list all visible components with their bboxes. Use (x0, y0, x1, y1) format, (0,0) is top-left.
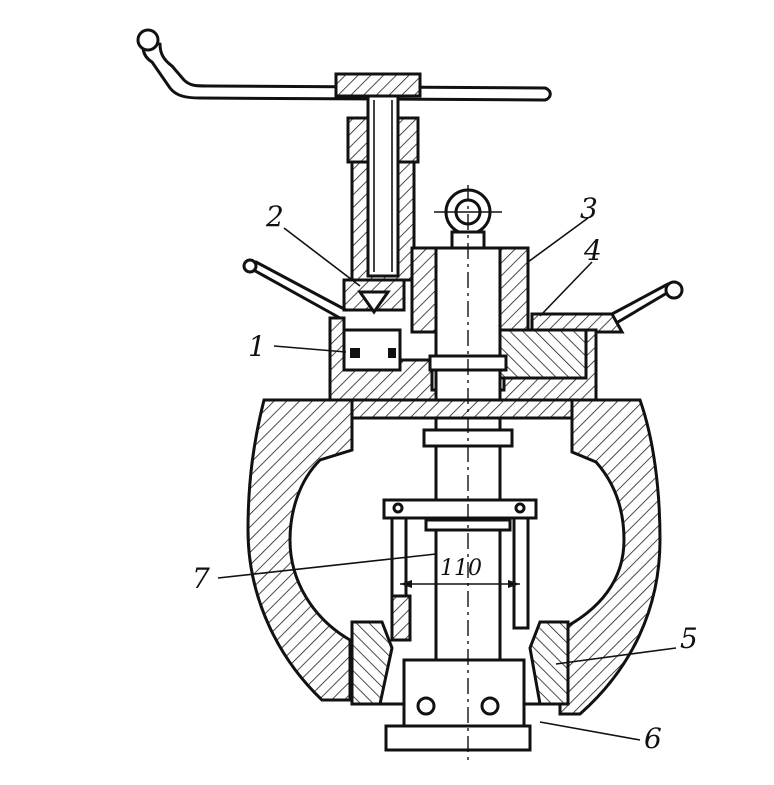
handle-knob-left (136, 28, 160, 52)
screw-column (342, 94, 420, 315)
side-levers (242, 258, 684, 334)
callout-5: 5 (680, 622, 698, 655)
callouts: 2 1 3 4 7 5 6 (192, 192, 698, 755)
callout-3: 3 (580, 192, 598, 225)
main-frame (246, 398, 662, 716)
callout-7: 7 (192, 562, 210, 595)
callout-4: 4 (583, 234, 602, 267)
clamp-jaw-5 (528, 620, 570, 706)
dimension-label: 110 (440, 556, 482, 581)
screw-shaft (366, 94, 400, 278)
guide-rods (382, 498, 538, 642)
dimension-110: 110 (400, 556, 520, 588)
piston-block-4 (498, 328, 588, 380)
callout-1: 1 (248, 330, 266, 363)
lower-clamp (350, 620, 570, 752)
crank-hub (334, 72, 422, 98)
callout-2: 2 (265, 200, 284, 233)
top-crank-handle (136, 28, 552, 102)
leader-lines (217, 217, 677, 741)
clamp-jaw-left (350, 620, 394, 706)
base-block-6 (402, 658, 526, 728)
lever-plate (530, 312, 625, 334)
eye-bolt (434, 188, 502, 250)
callout-6: 6 (644, 722, 662, 755)
